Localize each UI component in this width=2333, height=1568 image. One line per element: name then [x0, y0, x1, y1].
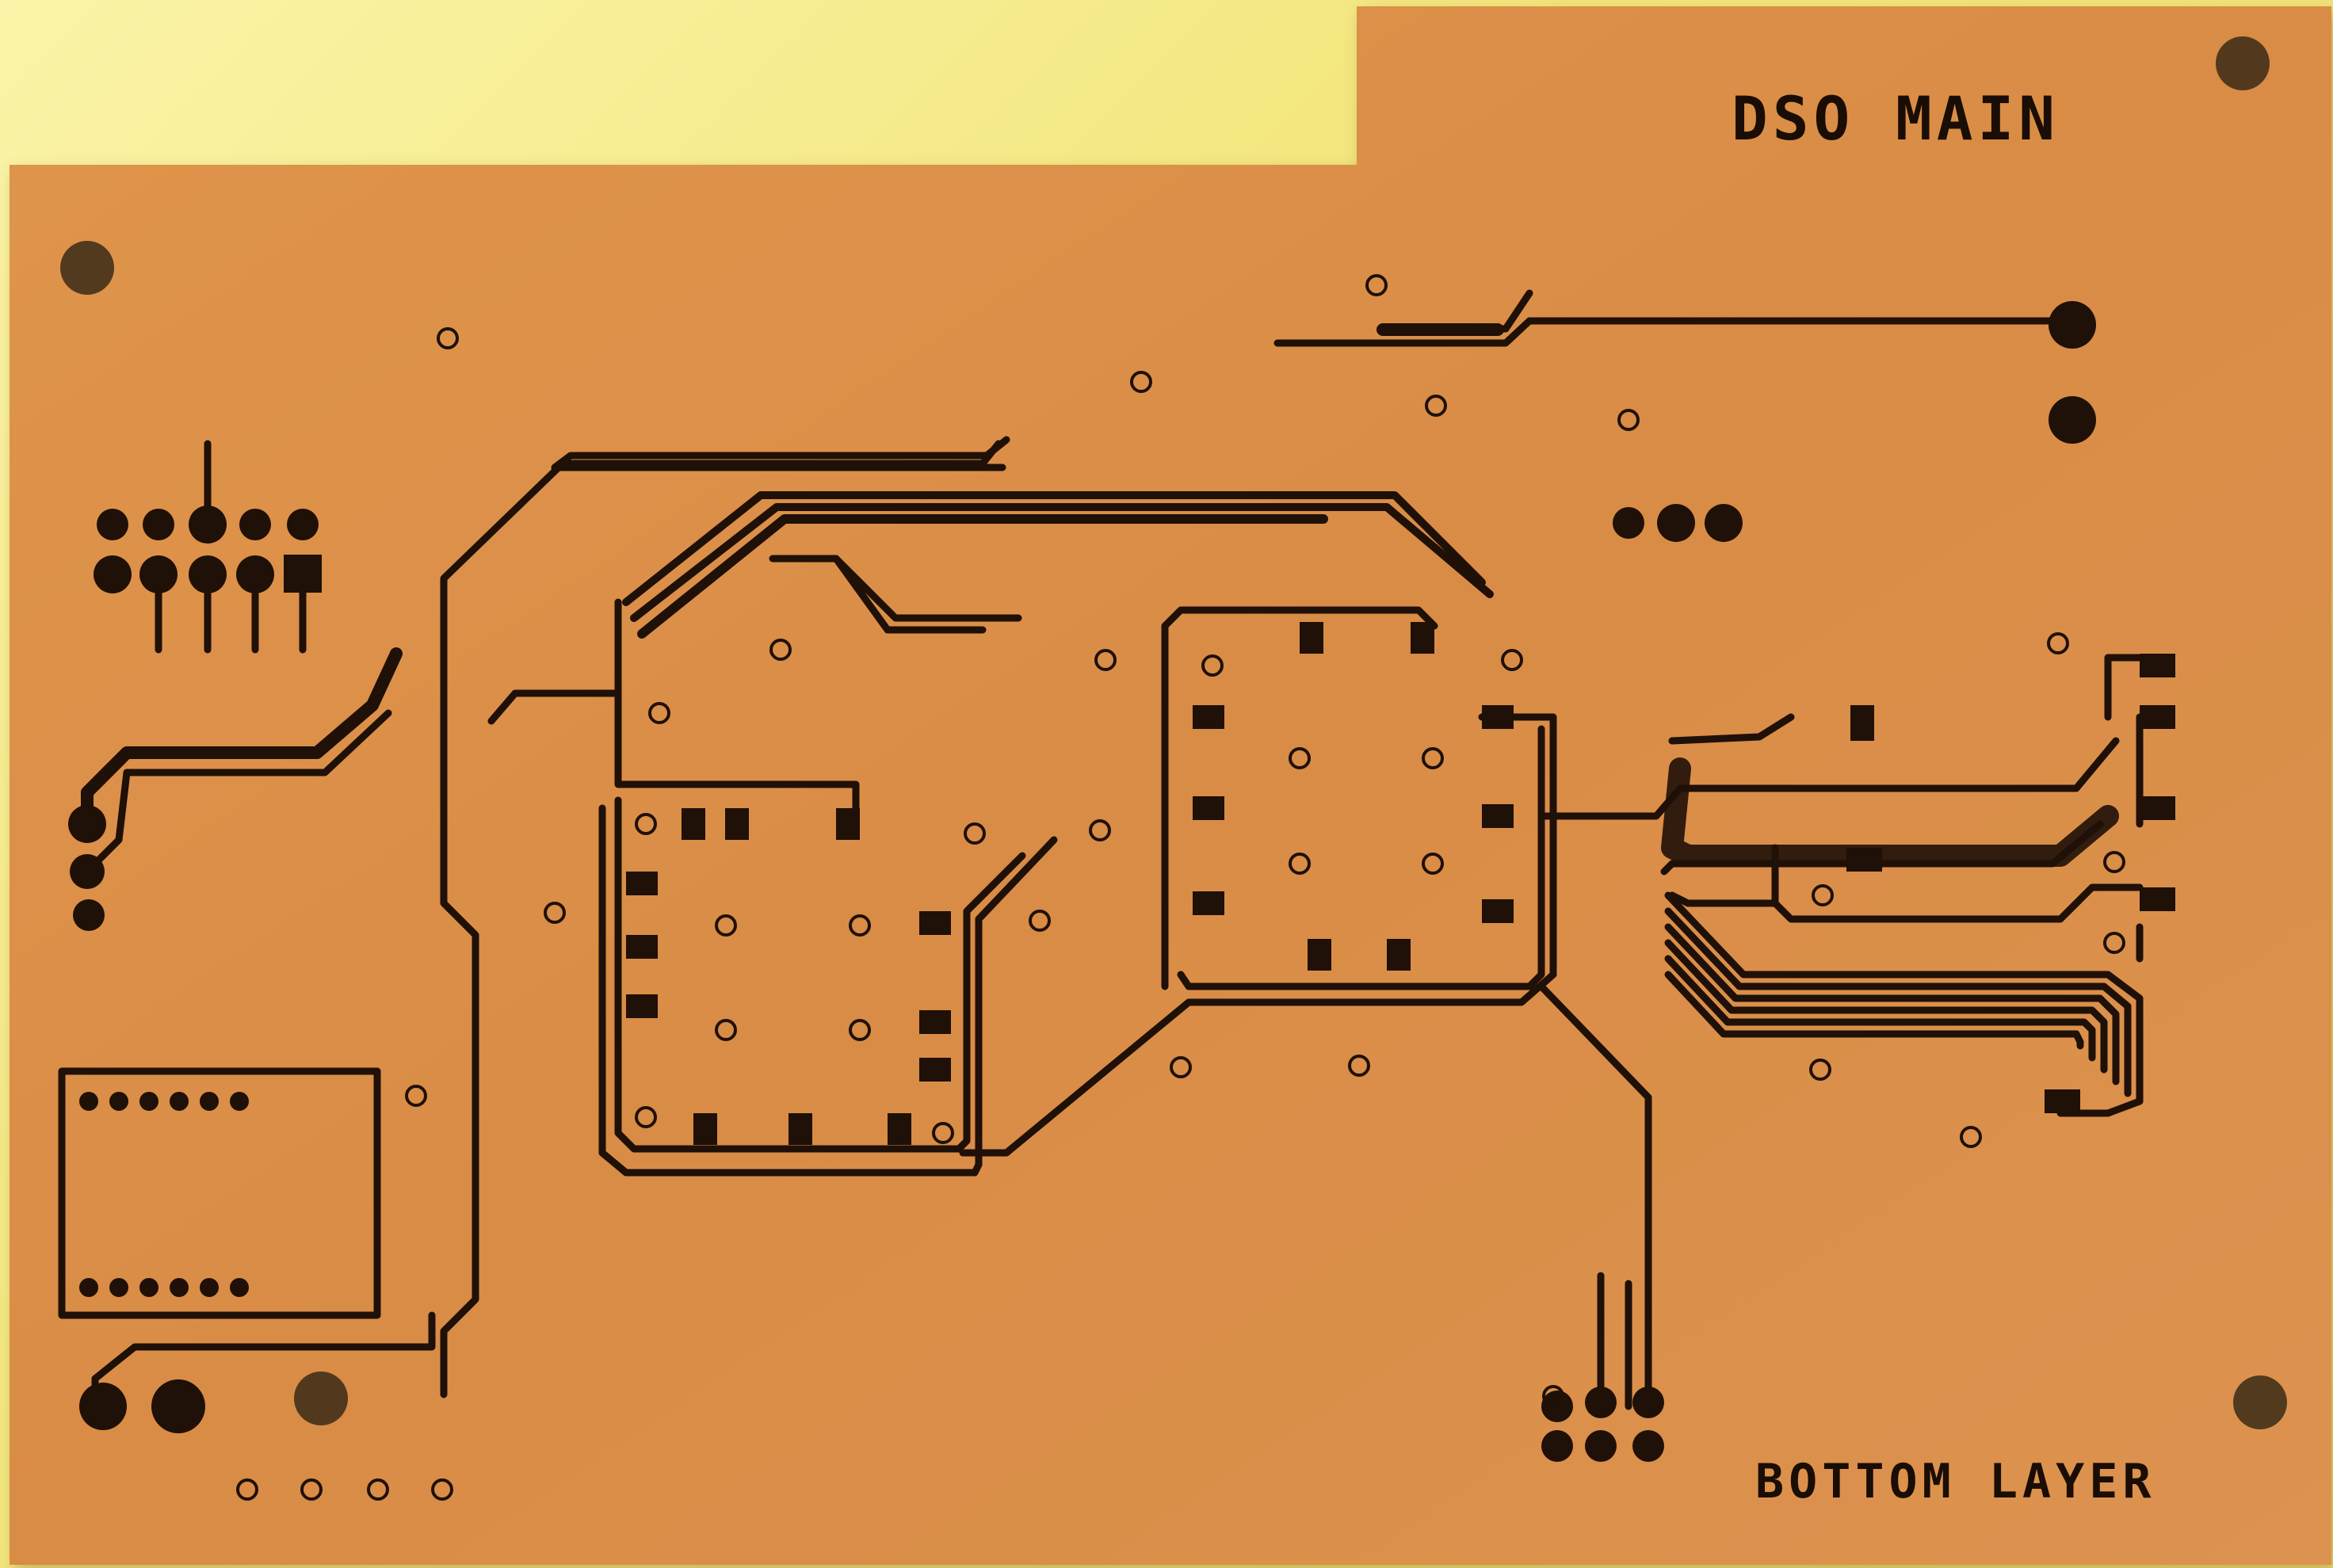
ic-pads-right: [1193, 622, 1514, 971]
board-title: DSO MAIN: [1732, 83, 2060, 154]
module-pins: [79, 1092, 249, 1297]
pcb-vias: [236, 274, 2125, 1501]
ic-pads-left: [626, 808, 951, 1145]
pcb-board: [10, 6, 2331, 1565]
mounting-holes: [60, 36, 2287, 1429]
smd-pads-right: [1846, 654, 2175, 1113]
pcb-pads: [68, 301, 2175, 1462]
layer-label: BOTTOM LAYER: [1755, 1454, 2156, 1509]
